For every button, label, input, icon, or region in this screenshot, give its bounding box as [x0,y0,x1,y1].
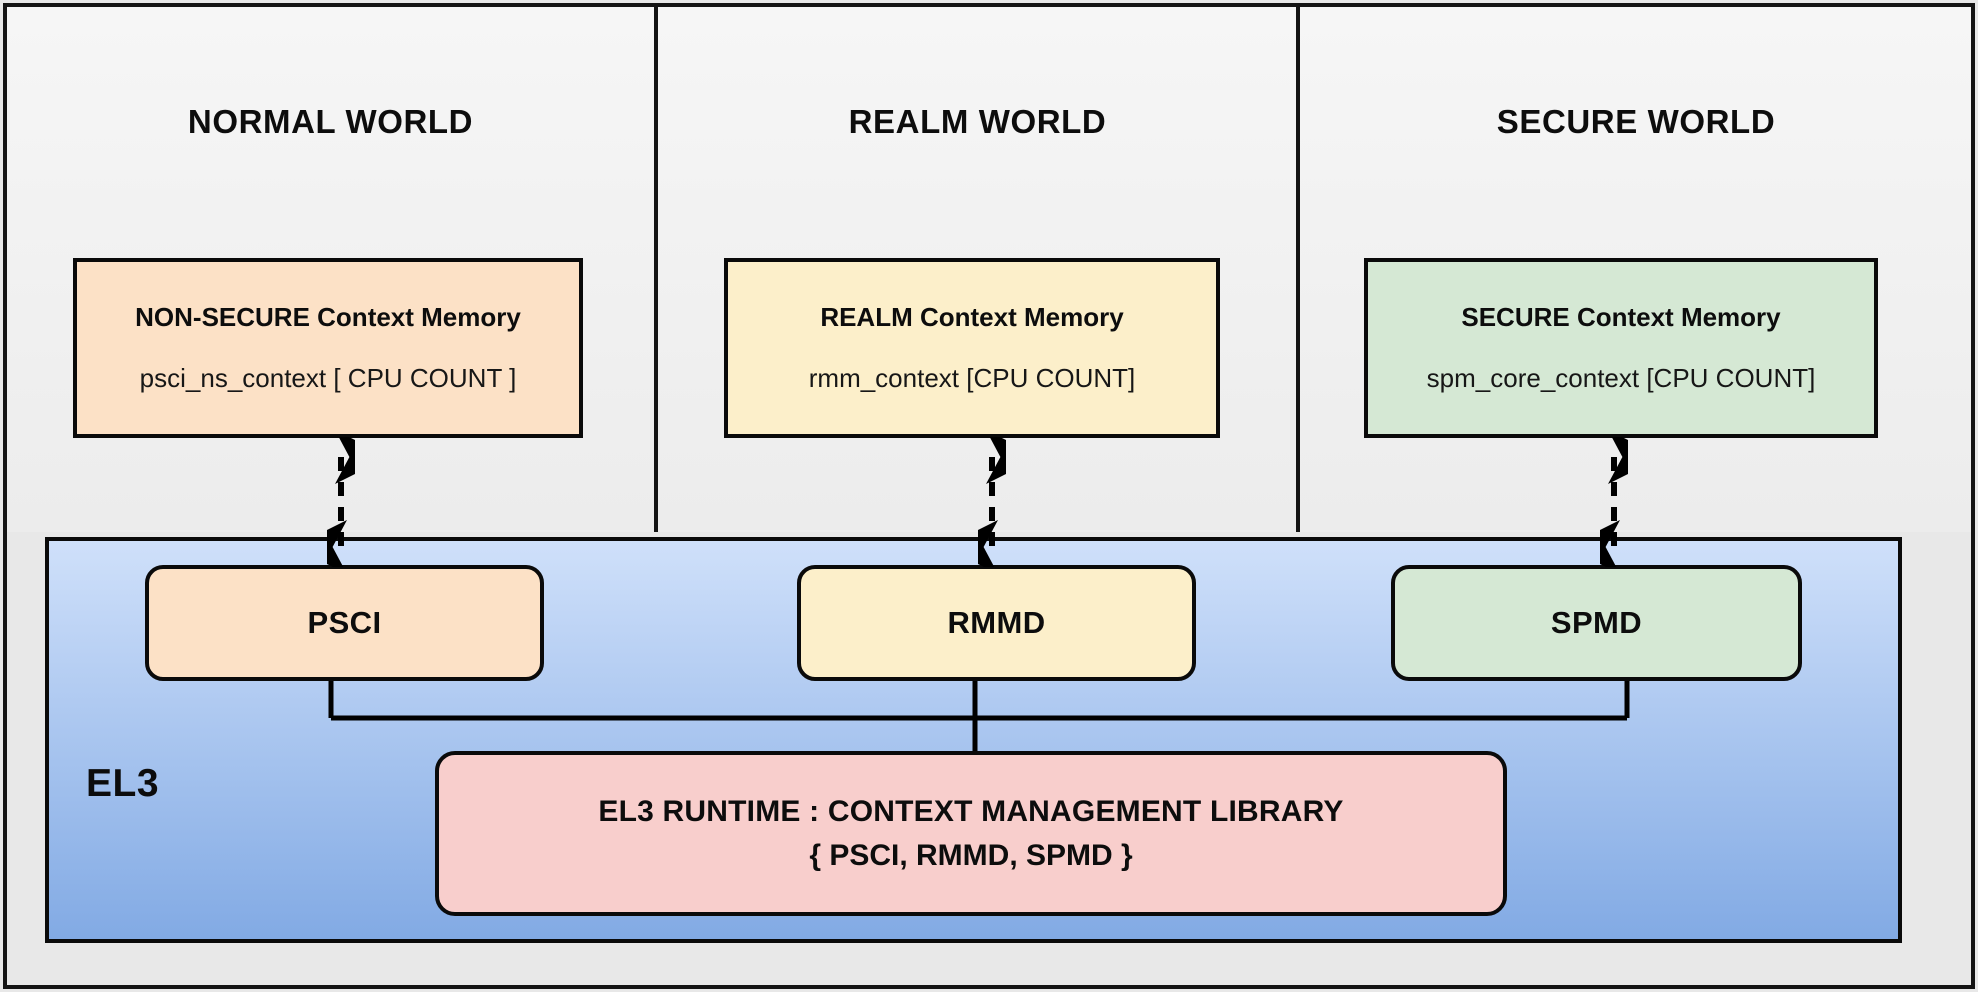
context-memory-box-realm: REALM Context Memory rmm_context [CPU CO… [724,258,1220,438]
context-memory-title-realm: REALM Context Memory [820,301,1124,332]
context-memory-title-secure: SECURE Context Memory [1461,301,1781,332]
world-divider-normal-realm [654,7,658,532]
dispatcher-box-rmmd[interactable]: RMMD [797,565,1196,681]
world-column-realm: REALM WORLD [659,7,1296,532]
dashed-arrow-secure [1600,437,1628,567]
dashed-arrow-non-secure [327,437,355,567]
context-memory-variable-realm: rmm_context [CPU COUNT] [808,363,1136,393]
el3-runtime-library-title: EL3 RUNTIME : CONTEXT MANAGEMENT LIBRARY [598,795,1344,828]
el3-runtime-library-box[interactable]: EL3 RUNTIME : CONTEXT MANAGEMENT LIBRARY… [435,751,1507,916]
context-memory-variable-non-secure: psci_ns_context [ CPU COUNT ] [139,363,517,393]
world-title-secure: SECURE WORLD [1496,103,1776,140]
dispatcher-box-psci[interactable]: PSCI [145,565,544,681]
dashed-arrow-realm [978,437,1006,567]
world-column-normal: NORMAL WORLD [7,7,654,532]
dispatcher-box-spmd[interactable]: SPMD [1391,565,1802,681]
context-memory-variable-secure: spm_core_context [CPU COUNT] [1426,363,1816,393]
world-divider-realm-secure [1296,7,1300,532]
world-title-normal: NORMAL WORLD [187,103,474,140]
context-memory-box-secure: SECURE Context Memory spm_core_context [… [1364,258,1878,438]
context-memory-title-non-secure: NON-SECURE Context Memory [135,301,521,332]
world-title-realm: REALM WORLD [848,103,1107,140]
world-column-secure: SECURE WORLD [1301,7,1971,532]
el3-runtime-library-members: { PSCI, RMMD, SPMD } [809,838,1133,872]
context-memory-box-non-secure: NON-SECURE Context Memory psci_ns_contex… [73,258,583,438]
el3-panel-label: EL3 [86,762,160,805]
